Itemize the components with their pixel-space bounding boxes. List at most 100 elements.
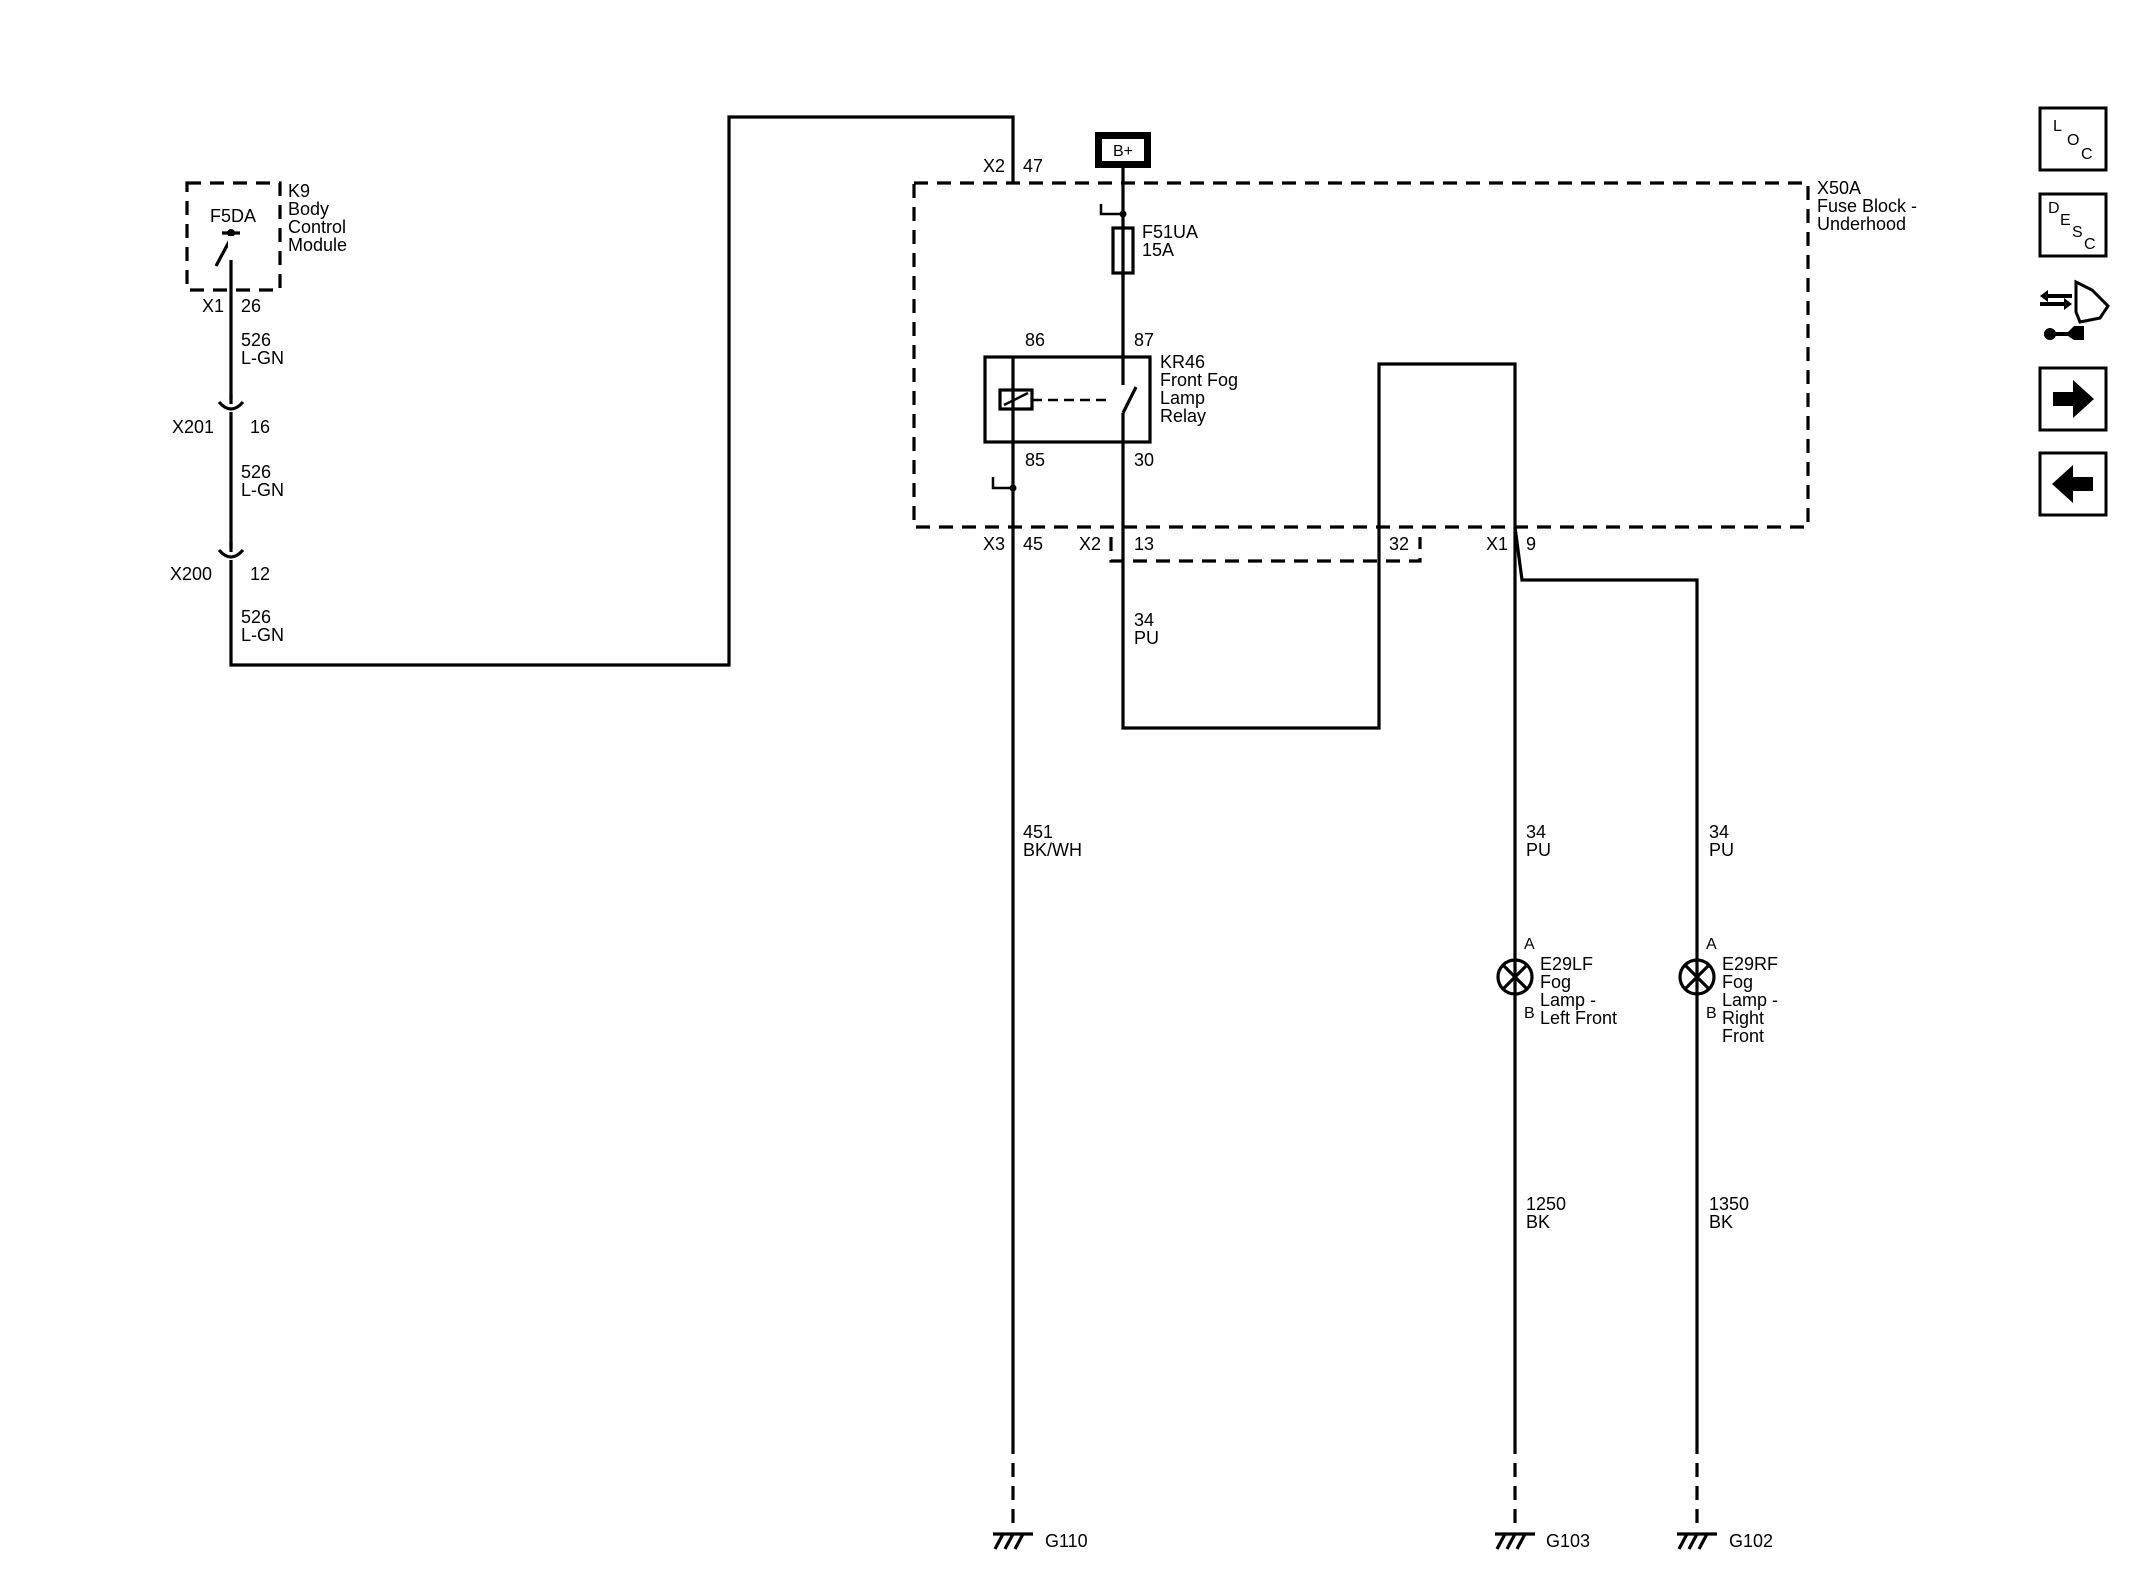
bcm-switch-label: F5DA bbox=[210, 206, 256, 226]
bcm-name-1: Body bbox=[288, 199, 329, 219]
ground-g102-tick-1 bbox=[1677, 1533, 1689, 1550]
fog-lamp-right-front: A B E29RF Fog Lamp - Right Front bbox=[1678, 936, 1778, 1046]
description-letter-d: D bbox=[2048, 200, 2060, 217]
lamp-lf-cross-2 bbox=[1501, 963, 1529, 991]
ground-g110-tick-3 bbox=[1013, 1533, 1025, 1550]
wire-34-branch-right bbox=[1513, 526, 1699, 1440]
fog-lamp-left-front: A B E29LF Fog Lamp - Left Front bbox=[1496, 936, 1617, 1028]
wire-1350-circuit: 1350 bbox=[1709, 1194, 1749, 1214]
x2-bottom-pin-b: 32 bbox=[1389, 534, 1409, 554]
wire-526-c-color: L-GN bbox=[241, 625, 284, 645]
x2-top-pin: 47 bbox=[1023, 156, 1043, 176]
ground-g103-tick-3 bbox=[1515, 1533, 1527, 1550]
bcm-name-2: Control bbox=[288, 217, 346, 237]
previous-page-button[interactable] bbox=[2038, 451, 2108, 517]
relay-name-3: Relay bbox=[1160, 406, 1206, 426]
ground-g102: G102 bbox=[1677, 1531, 1773, 1551]
x200-connector-symbol bbox=[217, 548, 245, 559]
relay-pin-87: 87 bbox=[1134, 330, 1154, 350]
lamp-rf-pin-a: A bbox=[1706, 936, 1717, 953]
wire-451-circuit: 451 bbox=[1023, 822, 1053, 842]
relay-kr46: 86 87 85 30 KR46 Front Fog Lamp Relay bbox=[983, 330, 1238, 470]
lamp-lf-name-1: Fog bbox=[1540, 972, 1571, 992]
relay-85-splice-mark bbox=[991, 477, 1013, 490]
lamp-rf-pin-b: B bbox=[1706, 1005, 1717, 1022]
relay-switch-blade bbox=[1121, 386, 1138, 414]
wire-34-rf-circuit: 34 bbox=[1709, 822, 1729, 842]
bcm-module: F5DA K9 Body Control Module X1 26 bbox=[185, 181, 347, 316]
relay-name-2: Lamp bbox=[1160, 388, 1205, 408]
connector-x200: X200 12 bbox=[170, 542, 270, 584]
lamp-rf-cross-2 bbox=[1683, 963, 1711, 991]
battery-label: B+ bbox=[1113, 143, 1133, 160]
ground-g103-tick-2 bbox=[1505, 1533, 1517, 1550]
lamp-rf-bulb bbox=[1678, 958, 1716, 996]
x200-connector: X200 bbox=[170, 564, 212, 584]
x2-top-connector: X2 bbox=[983, 156, 1005, 176]
lamp-lf-name-3: Left Front bbox=[1540, 1008, 1617, 1028]
ground-g103: G103 bbox=[1495, 1531, 1590, 1551]
wire-526-segment-c bbox=[229, 115, 1015, 667]
fuse-block-name-1: Fuse Block - bbox=[1817, 196, 1917, 216]
ground-g110-tick-2 bbox=[1003, 1533, 1015, 1550]
fuse-block-boundary bbox=[912, 181, 1810, 529]
wire-451-color: BK/WH bbox=[1023, 840, 1082, 860]
wire-526-b-color: L-GN bbox=[241, 480, 284, 500]
lamp-lf-bulb bbox=[1496, 958, 1534, 996]
wire-526-a-color: L-GN bbox=[241, 348, 284, 368]
relay-pin-85: 85 bbox=[1025, 450, 1045, 470]
next-page-button[interactable] bbox=[2038, 366, 2108, 432]
wire-526-a-circuit: 526 bbox=[241, 330, 271, 350]
x200-pin: 12 bbox=[250, 564, 270, 584]
relay-pin-30: 30 bbox=[1134, 450, 1154, 470]
ground-g110: G110 bbox=[993, 1531, 1088, 1551]
lamp-lf-id: E29LF bbox=[1540, 954, 1593, 974]
ground-g102-tick-3 bbox=[1697, 1533, 1709, 1550]
lamp-rf-id: E29RF bbox=[1722, 954, 1778, 974]
x2-bottom-connector: X2 bbox=[1079, 534, 1101, 554]
x1-pin: 9 bbox=[1526, 534, 1536, 554]
locator-letter-o: O bbox=[2067, 132, 2079, 149]
lamp-rf-name-2: Lamp - bbox=[1722, 990, 1778, 1010]
ground-g102-label: G102 bbox=[1729, 1531, 1773, 1551]
wire-34-mid-color: PU bbox=[1134, 628, 1159, 648]
relay-pin-86: 86 bbox=[1025, 330, 1045, 350]
lamp-rf-name-4: Front bbox=[1722, 1026, 1764, 1046]
x1-connector: X1 bbox=[1486, 534, 1508, 554]
wire-1250-circuit: 1250 bbox=[1526, 1194, 1566, 1214]
x201-connector-symbol bbox=[217, 400, 245, 411]
wire-1350-color: BK bbox=[1709, 1212, 1733, 1232]
wire-526-b-circuit: 526 bbox=[241, 462, 271, 482]
ground-g102-tick-2 bbox=[1687, 1533, 1699, 1550]
bcm-pin: 26 bbox=[241, 296, 261, 316]
lamp-lf-name-2: Lamp - bbox=[1540, 990, 1596, 1010]
battery-source: B+ bbox=[1095, 132, 1151, 168]
description-button[interactable]: D E S C bbox=[2038, 192, 2108, 258]
diagnostic-connector-button[interactable] bbox=[2040, 279, 2110, 340]
description-letter-e: E bbox=[2060, 212, 2071, 229]
relay-body bbox=[983, 355, 1152, 444]
x2-internal-link bbox=[1109, 537, 1422, 563]
wire-526-c-circuit: 526 bbox=[241, 607, 271, 627]
x2-bottom-pin-a: 13 bbox=[1134, 534, 1154, 554]
arrow-right-icon bbox=[2053, 380, 2094, 418]
relay-name-1: Front Fog bbox=[1160, 370, 1238, 390]
fuse-block-id: X50A bbox=[1817, 178, 1861, 198]
bcm-connector: X1 bbox=[202, 296, 224, 316]
locator-letter-l: L bbox=[2053, 118, 2062, 135]
wire-34-loop bbox=[1121, 362, 1517, 1440]
relay-coil-diagonal bbox=[1003, 391, 1029, 407]
ground-g110-tick-1 bbox=[993, 1533, 1005, 1550]
wire-34-lf-color: PU bbox=[1526, 840, 1551, 860]
lamp-lf-pin-a: A bbox=[1524, 936, 1535, 953]
wire-34-lf-circuit: 34 bbox=[1526, 822, 1546, 842]
locator-button[interactable]: L O C bbox=[2038, 106, 2108, 172]
wire-1250-color: BK bbox=[1526, 1212, 1550, 1232]
fuse-splice-mark bbox=[1099, 204, 1123, 216]
fuse-id: F51UA bbox=[1142, 222, 1198, 242]
lamp-rf-name-1: Fog bbox=[1722, 972, 1753, 992]
lamp-rf-name-3: Right bbox=[1722, 1008, 1764, 1028]
bcm-id: K9 bbox=[288, 181, 310, 201]
locator-button-frame bbox=[2038, 106, 2108, 172]
